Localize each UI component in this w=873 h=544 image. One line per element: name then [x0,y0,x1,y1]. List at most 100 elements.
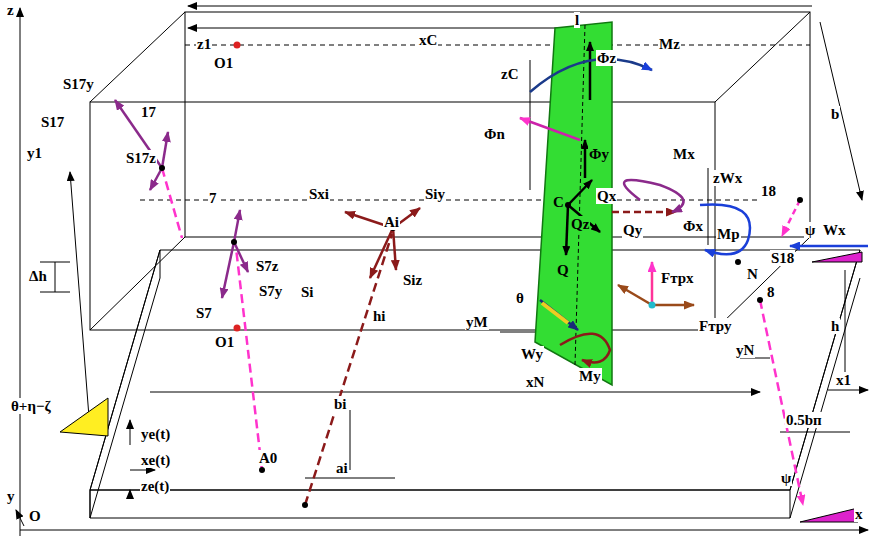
force-arrows-part [782,200,800,236]
platform-slab-part [90,490,790,518]
diagram-label: Qx [596,188,617,204]
diagram-label: ye(t) [140,426,171,442]
dimension-lines-part [130,470,155,471]
force-arrows-part [540,300,578,330]
diagram-label: S7z [255,258,280,274]
points-part [259,467,265,473]
points-part [735,259,741,265]
body-box-part [140,200,760,201]
diagram-label: 18 [760,183,777,199]
platform-slab [90,250,860,518]
diagram-label: Wy [520,346,544,362]
diagram-label: θ [515,290,525,306]
wedge-angles-part [60,398,108,436]
force-arrows-part [568,205,600,232]
force-arrows-part [560,334,610,363]
dimension-lines-part [305,478,395,479]
body-box-part [90,12,185,102]
diagram-label: ze(t) [140,478,170,494]
force-arrows-part [568,180,592,205]
diagram-label: Mx [672,146,696,162]
force-arrows-part [162,168,182,238]
diagram-label: Siz [402,272,423,288]
diagram-label: Siy [424,186,446,202]
diagram-label: Si [300,284,315,300]
dimension-lines-part [820,22,862,200]
diagram-label: yM [465,314,489,330]
dimension-lines-part [188,6,812,7]
force-arrows-part [652,304,694,307]
force-arrows-part [760,300,803,505]
points-part [565,202,571,208]
dimension-lines-part [530,60,531,190]
wedge-angles [60,252,862,522]
force-arrows-part [150,168,162,190]
force-arrows-part [651,262,654,305]
coordinate-axes-part [20,530,868,531]
dimension-lines-part [708,168,709,245]
diagram-label: bi [333,396,348,412]
force-arrows-part [612,211,676,214]
wedge-angles-part [812,252,862,262]
diagram-label: ψ [804,222,816,238]
diagram-label: b [830,106,840,122]
wedge-angles-part [800,508,858,522]
diagram-label: Wx [822,222,847,238]
diagram-label: My [578,368,602,384]
force-arrows-part [584,140,587,178]
diagram-label: ψ [780,470,792,486]
force-arrows-part [115,100,162,168]
force-arrows-part [700,204,750,254]
diagram-label: Φy [588,146,610,162]
body-box-part [90,102,715,330]
diagram-label: hi [372,308,387,324]
force-arrows-part [790,245,868,248]
diagram-label: xC [418,32,438,48]
diagram-label: Fтрx [660,270,695,286]
diagram-label: Φz [596,50,617,66]
diagram-label: S7 [195,305,213,321]
force-arrows-part [305,234,392,505]
dimension-lines [40,6,868,498]
diagram-label: S18 [770,250,795,266]
diagram-label: zC [500,66,520,82]
dimension-lines-part [188,28,560,29]
dimension-lines-part [828,390,868,391]
diagram-label: h [830,318,840,334]
diagram-label: A0 [258,450,278,466]
dimension-lines-part [150,392,760,393]
diagram-label: Φx [682,218,704,234]
platform-slab-part [790,250,860,490]
diagram-label: Fтрy [698,318,733,334]
diagram-label: xN [525,374,545,390]
diagram-label: Mz [658,36,681,52]
points [159,42,803,509]
diagram-label: xe(t) [140,452,171,468]
dimension-lines-part [845,270,846,380]
diagram-label: S17z [125,150,157,166]
diagram-label: x1 [835,372,852,388]
dimension-lines-part [55,262,56,292]
force-arrows-part [624,180,684,212]
force-arrows-part [618,285,652,305]
diagram-label: Qy [622,222,643,238]
dimension-lines-part [130,490,131,498]
diagram-label: 8 [766,284,776,300]
platform-slab-part [90,250,860,490]
points-part [231,239,237,245]
coordinate-axes-part [20,8,21,536]
coordinate-axes-part [16,510,24,526]
diagram-label: S17 [40,114,65,130]
body-box-part [90,237,185,330]
diagram-label: ai [335,460,349,476]
force-arrows-part [589,42,592,100]
diagram-label: x [854,506,864,522]
diagram-label: Φn [483,126,506,142]
diagram-label: S7y [258,283,283,299]
force-arrows-part [162,132,168,168]
diagram-label: z1 [196,36,212,52]
points-part [797,197,803,203]
dimension-lines-part [780,432,850,433]
